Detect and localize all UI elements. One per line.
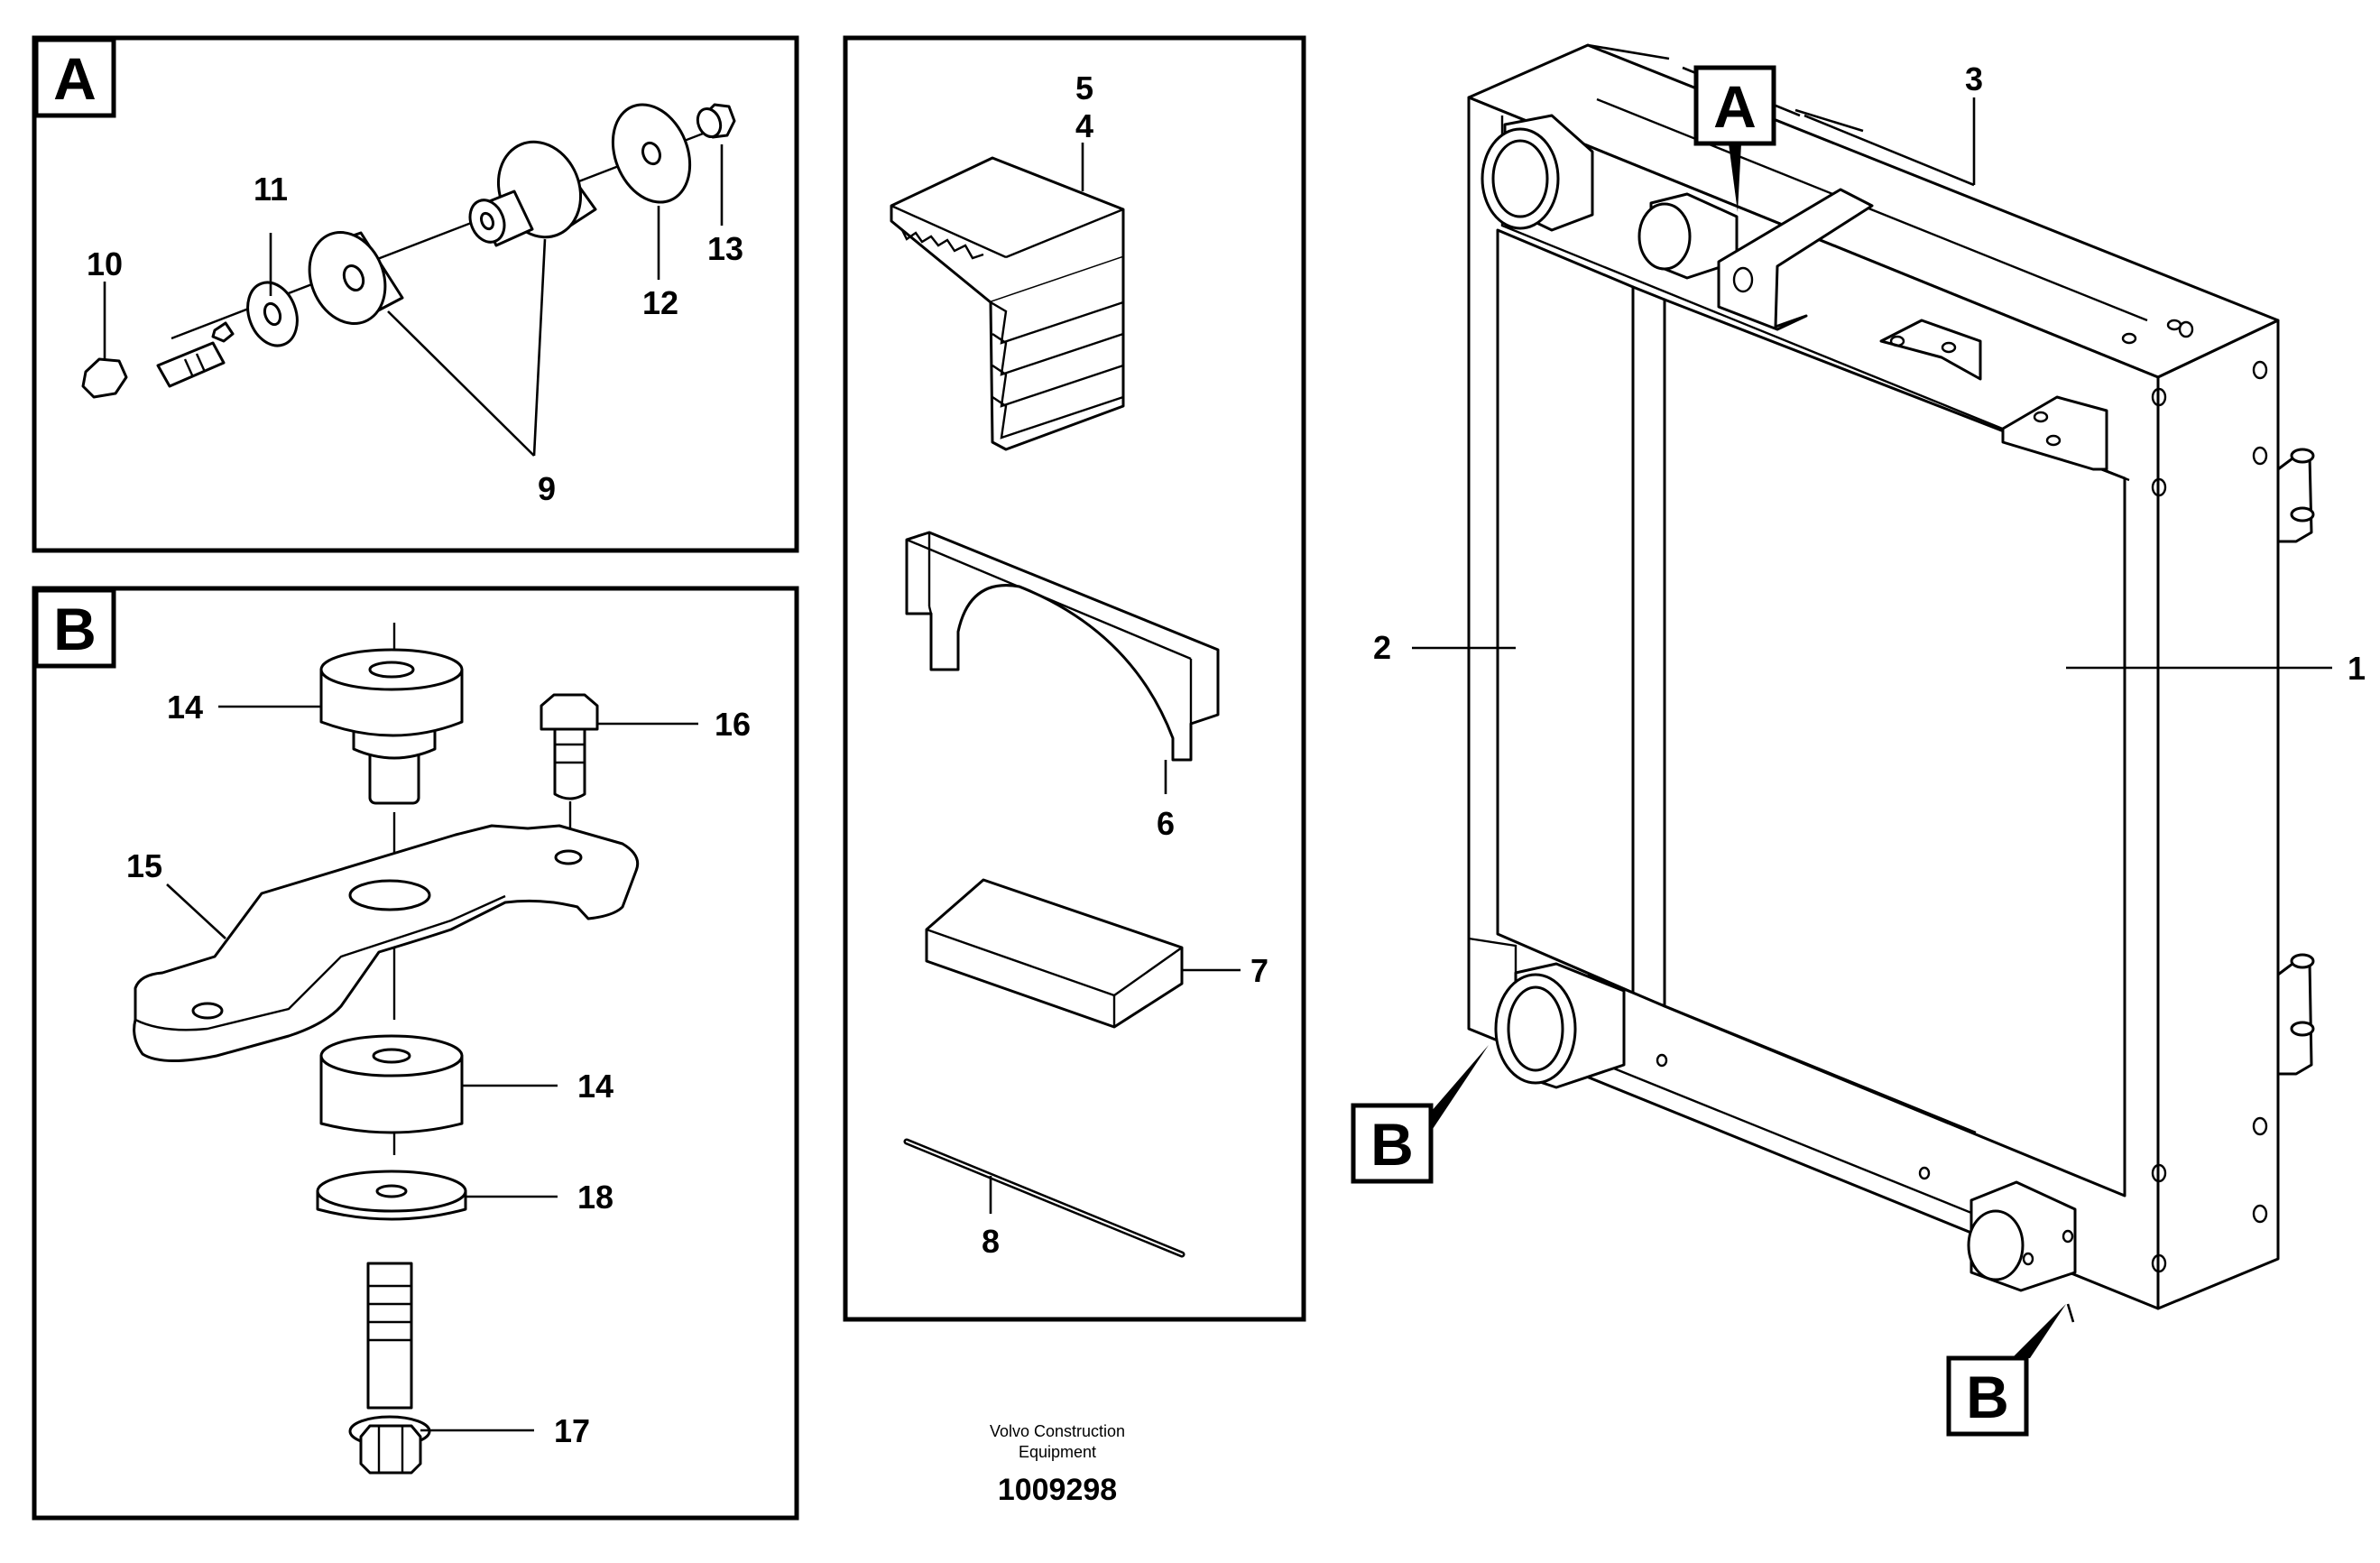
bushing-part-9b (468, 140, 597, 247)
callout-4: 4 (1075, 107, 1093, 144)
washer-part-11 (246, 281, 299, 347)
strip-part-8: 8 (903, 1138, 1185, 1260)
bolt-part-16 (540, 693, 599, 800)
callout-18: 18 (577, 1179, 613, 1216)
rubber-mount-part-14-top (319, 648, 464, 805)
view-b-panel: B (32, 586, 799, 1521)
assembly-tag-b-bottom: B (1946, 1303, 2075, 1437)
assembly-tag-b-bottom-text: B (1966, 1364, 2009, 1430)
callout-8: 8 (982, 1223, 1000, 1260)
view-a-tag: A (53, 45, 97, 112)
drawing-number: 1009298 (998, 1473, 1117, 1507)
seal-profile-part-4-5: 5 4 (890, 69, 1125, 451)
pipe-bottom-right (1967, 1180, 2077, 1292)
callout-6: 6 (1157, 805, 1175, 842)
top-bracket (1717, 188, 1874, 331)
callout-11: 11 (254, 171, 288, 208)
assembly-tag-a-text: A (1713, 73, 1757, 140)
callout-7: 7 (1250, 952, 1268, 989)
callout-1: 1 (2348, 650, 2366, 687)
footer-company-line2: Equipment (1019, 1443, 1096, 1461)
top-mount-plates (1879, 319, 2182, 471)
callout-10: 10 (87, 245, 123, 282)
assembly-tag-a: A (1587, 43, 1864, 212)
callout-17: 17 (554, 1412, 590, 1449)
callout-12: 12 (642, 284, 678, 321)
assembly-tag-b-left-text: B (1370, 1111, 1414, 1178)
bushing-part-9a (308, 231, 404, 325)
callout-9: 9 (538, 470, 556, 507)
assembly-tag-b-left: B (1351, 1045, 1489, 1184)
footer: Volvo Construction Equipment 1009298 (990, 1422, 1125, 1507)
seal-part-6: 6 (905, 531, 1220, 842)
callout-16: 16 (715, 706, 751, 743)
rubber-mount-part-14-bottom (319, 1034, 464, 1134)
footer-company-line1: Volvo Construction (990, 1422, 1125, 1440)
view-a-tag-box (33, 37, 116, 118)
radiator-assembly: 2 1 3 A B B (1351, 43, 2366, 1437)
nut-part-13 (696, 103, 736, 139)
callout-14-bottom: 14 (577, 1068, 613, 1105)
callout-5: 5 (1075, 69, 1093, 106)
bolt-part-17 (348, 1262, 431, 1475)
callout-3: 3 (1965, 60, 1983, 97)
view-b-tag: B (53, 596, 97, 662)
view-b-tag-box (33, 587, 116, 669)
callout-15: 15 (126, 847, 162, 884)
bolt-part-10 (81, 321, 235, 399)
block-part-7: 7 (925, 878, 1268, 1029)
callout-2: 2 (1373, 629, 1391, 666)
bracket-part-15 (133, 824, 640, 1062)
pipe-bottom-left (1494, 962, 1626, 1089)
callout-14-top: 14 (167, 689, 203, 726)
pipe-top-left (1481, 114, 1594, 232)
washer-part-18 (316, 1170, 467, 1221)
hinges (2276, 448, 2315, 1076)
callout-13: 13 (707, 230, 743, 267)
washer-part-12 (611, 103, 692, 204)
side-holes (2151, 320, 2268, 1273)
seals-panel: 5 4 6 7 8 (843, 35, 1306, 1322)
view-a-panel: A (32, 35, 799, 553)
